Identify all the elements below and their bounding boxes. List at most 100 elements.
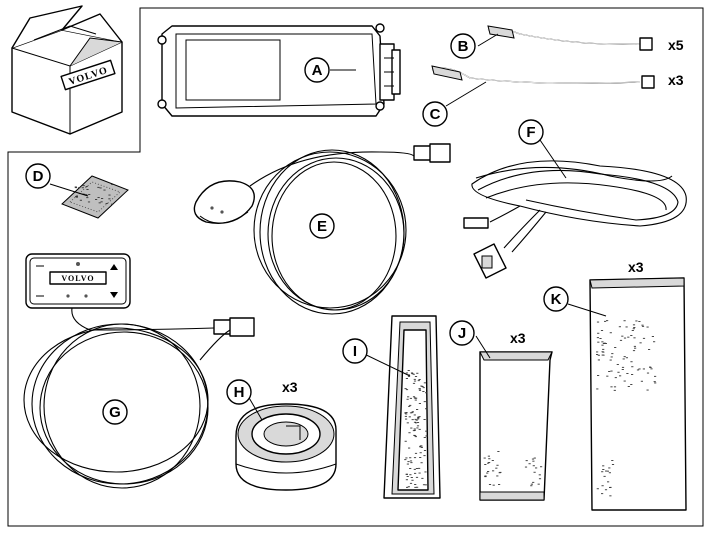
texture-dot xyxy=(535,467,538,469)
texture-dot xyxy=(609,359,612,361)
texture-dot xyxy=(417,380,420,382)
texture-dot xyxy=(604,489,608,491)
texture-dot xyxy=(611,460,614,461)
texture-dot xyxy=(74,187,77,189)
texture-dot xyxy=(407,486,410,488)
texture-dot xyxy=(606,375,609,377)
callout-a: A xyxy=(304,57,330,83)
texture-dot xyxy=(610,386,613,388)
texture-dot xyxy=(420,447,423,448)
texture-dot xyxy=(638,368,641,370)
texture-dot xyxy=(601,351,604,353)
texture-dot xyxy=(422,391,425,392)
texture-dot xyxy=(74,186,77,188)
callout-g-letter: G xyxy=(109,404,121,421)
texture-dot xyxy=(415,468,418,469)
texture-dot xyxy=(653,381,656,383)
qty-k: x3 xyxy=(628,259,644,275)
texture-dot xyxy=(492,470,495,472)
texture-dot xyxy=(425,435,428,437)
texture-dot xyxy=(85,194,88,196)
texture-dot xyxy=(635,320,638,322)
texture-dot xyxy=(627,336,630,338)
texture-dot xyxy=(618,326,621,328)
texture-dot xyxy=(532,481,535,483)
texture-dot xyxy=(491,460,494,461)
callout-e: E xyxy=(309,213,335,239)
texture-dot xyxy=(417,417,420,419)
texture-dot xyxy=(86,189,89,190)
texture-dot xyxy=(636,369,640,371)
texture-dot xyxy=(630,384,633,385)
texture-dot xyxy=(410,427,413,429)
texture-dot xyxy=(609,495,612,497)
texture-dot xyxy=(419,445,422,447)
texture-dot xyxy=(411,479,414,481)
texture-dot xyxy=(416,427,419,429)
texture-dot xyxy=(608,371,611,372)
texture-dot xyxy=(613,386,617,388)
callout-k-letter: K xyxy=(551,291,562,308)
callout-h-letter: H xyxy=(234,384,245,401)
texture-dot xyxy=(416,409,419,410)
texture-dot xyxy=(596,321,600,323)
texture-dot xyxy=(602,348,605,350)
texture-dot xyxy=(79,199,82,201)
part-b-cable-tie xyxy=(487,25,653,51)
texture-dot xyxy=(483,457,486,459)
texture-dot xyxy=(414,397,417,399)
texture-dot xyxy=(625,357,628,359)
texture-dot xyxy=(404,440,407,442)
texture-dot xyxy=(419,452,422,454)
texture-dot xyxy=(596,351,599,353)
texture-dot xyxy=(407,396,410,398)
callout-d-letter: D xyxy=(33,168,44,185)
texture-dot xyxy=(626,373,629,374)
texture-dot xyxy=(488,484,492,485)
texture-dot xyxy=(488,458,491,460)
texture-dot xyxy=(82,185,85,187)
texture-dot xyxy=(407,461,410,463)
texture-dot xyxy=(486,472,489,474)
texture-dot xyxy=(619,375,622,377)
texture-dot xyxy=(418,472,421,474)
texture-dot xyxy=(406,463,409,465)
texture-dot xyxy=(601,341,604,343)
texture-dot xyxy=(596,337,599,339)
texture-dot xyxy=(418,467,421,469)
texture-dot xyxy=(487,462,490,464)
texture-dot xyxy=(648,349,651,350)
texture-dot xyxy=(601,471,604,473)
texture-dot xyxy=(530,485,533,487)
texture-dot xyxy=(406,422,409,424)
panel-brand-text: VOLVO xyxy=(61,274,94,283)
texture-dot xyxy=(405,389,409,391)
texture-dot xyxy=(540,466,543,468)
texture-dot xyxy=(415,476,419,478)
texture-dot xyxy=(414,399,417,401)
texture-dot xyxy=(406,398,409,400)
texture-dot xyxy=(600,330,604,331)
texture-dot xyxy=(484,475,487,477)
texture-dot xyxy=(423,382,426,384)
texture-dot xyxy=(641,325,645,327)
texture-dot xyxy=(410,372,414,374)
texture-dot xyxy=(405,378,408,379)
texture-dot xyxy=(623,380,626,382)
callout-f-letter: F xyxy=(526,124,535,141)
texture-dot xyxy=(414,472,417,474)
texture-dot xyxy=(421,477,424,479)
texture-dot xyxy=(538,478,542,480)
qty-j: x3 xyxy=(510,330,526,346)
texture-dot xyxy=(496,464,499,466)
texture-dot xyxy=(407,370,410,371)
texture-dot xyxy=(630,361,633,363)
callout-d: D xyxy=(25,163,51,189)
texture-dot xyxy=(418,389,422,391)
texture-dot xyxy=(533,457,536,459)
texture-dot xyxy=(414,452,418,454)
texture-dot xyxy=(632,328,635,330)
texture-dot xyxy=(416,372,419,374)
texture-dot xyxy=(422,484,426,486)
